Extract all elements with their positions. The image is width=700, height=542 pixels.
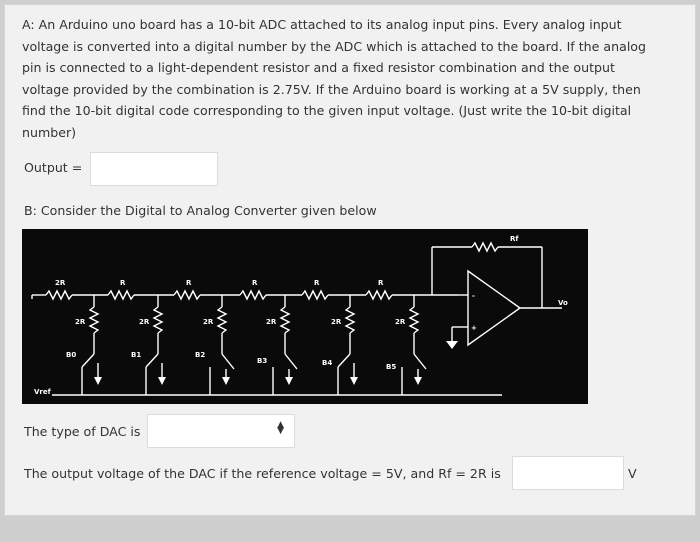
vref-label: Vref [34, 388, 52, 396]
shunt-label-5: 2R [395, 318, 406, 326]
series-label-0: 2R [55, 279, 66, 287]
bit-label-b0: B0 [66, 351, 76, 359]
dac-output-input[interactable] [512, 456, 624, 490]
bit-label-b1: B1 [131, 351, 141, 359]
output-input[interactable] [90, 152, 218, 186]
series-resistor [45, 289, 73, 301]
dac-output-unit: V [628, 466, 637, 481]
opamp-minus-label: - [472, 292, 475, 300]
shunt-label-2: 2R [203, 318, 214, 326]
series-label-3: R [252, 279, 258, 287]
series-label-2: R [186, 279, 192, 287]
shunt-label-1: 2R [139, 318, 150, 326]
series-label-5: R [378, 279, 384, 287]
bit-label-b5: B5 [386, 363, 396, 371]
bit-label-b4: B4 [322, 359, 332, 367]
opamp-symbol [467, 269, 522, 347]
dac-type-select[interactable]: ▲▼ [147, 414, 295, 448]
dac-circuit-svg: Rf 2R R R R R R 2R 2R 2R 2R 2R 2R B0 B1 … [31, 235, 568, 396]
shunt-label-4: 2R [331, 318, 342, 326]
dac-type-label: The type of DAC is [24, 424, 141, 439]
select-arrows-icon: ▲▼ [277, 420, 284, 436]
output-label: Output = [24, 160, 83, 175]
bit-label-b2: B2 [195, 351, 205, 359]
dac-output-label: The output voltage of the DAC if the ref… [24, 466, 501, 481]
shunt-label-0: 2R [75, 318, 86, 326]
question-a-text: A: An Arduino uno board has a 10-bit ADC… [22, 17, 647, 140]
rf-label: Rf [510, 235, 519, 243]
series-label-4: R [314, 279, 320, 287]
question-b-text: B: Consider the Digital to Analog Conver… [24, 203, 377, 218]
bit-label-b3: B3 [257, 357, 267, 365]
dac-circuit-diagram: Rf 2R R R R R R 2R 2R 2R 2R 2R 2R B0 B1 … [22, 229, 588, 404]
opamp-plus-label: + [471, 324, 477, 332]
shunt-label-3: 2R [266, 318, 277, 326]
series-label-1: R [120, 279, 126, 287]
vo-label: Vo [558, 299, 568, 307]
